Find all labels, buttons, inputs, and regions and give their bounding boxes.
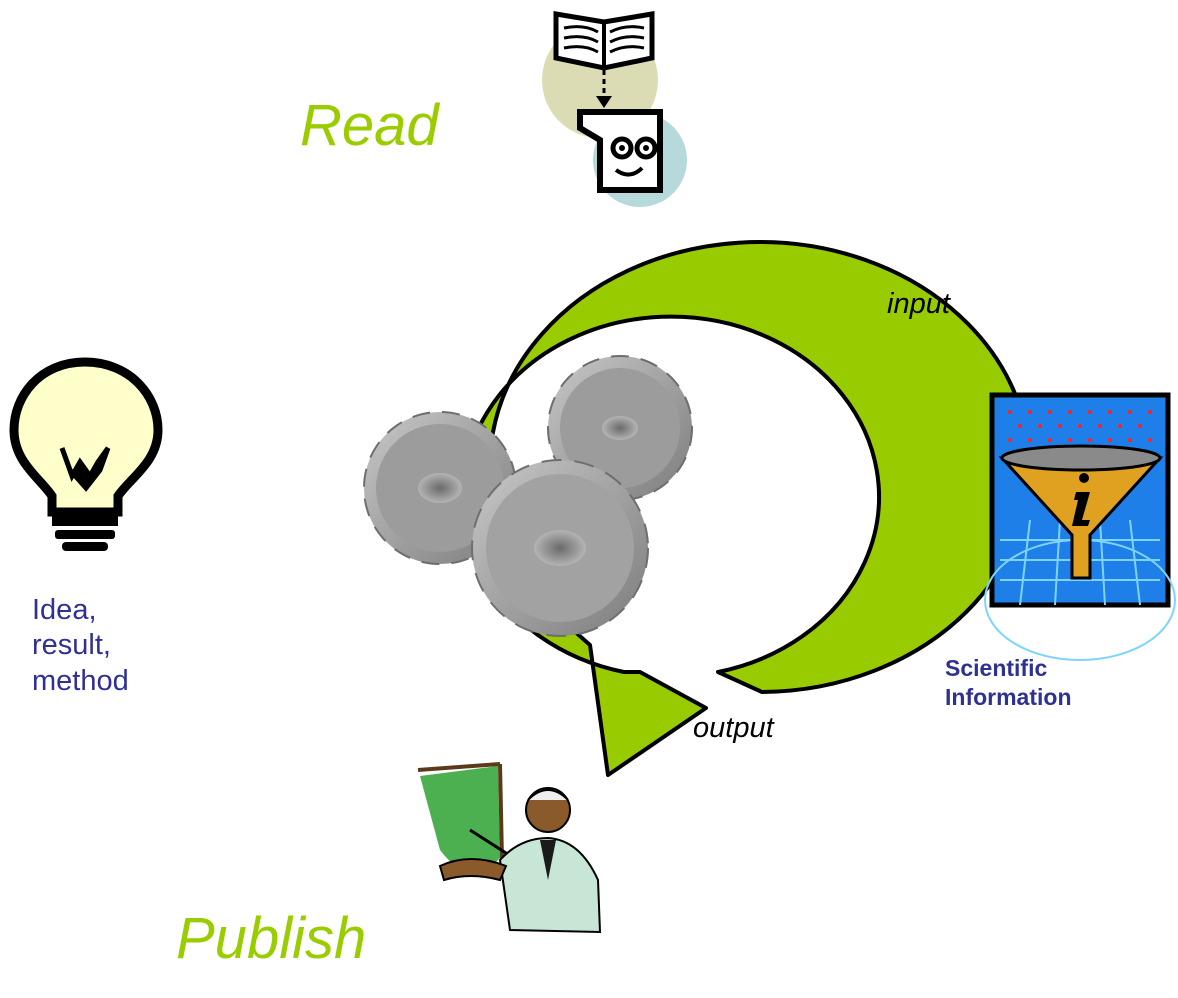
publish-label: Publish xyxy=(176,906,367,971)
gears-icon xyxy=(363,355,693,637)
output-label: output xyxy=(693,712,774,744)
read-label: Read xyxy=(300,93,439,158)
funnel-info-icon xyxy=(984,392,1176,661)
input-label: input xyxy=(887,288,950,320)
scientific-information-label: Scientific Information xyxy=(945,655,1072,710)
lightbulb-icon xyxy=(9,357,163,551)
book-reader-icon xyxy=(542,11,687,207)
presenter-icon xyxy=(417,762,602,934)
idea-label: Idea, result, method xyxy=(32,594,129,697)
